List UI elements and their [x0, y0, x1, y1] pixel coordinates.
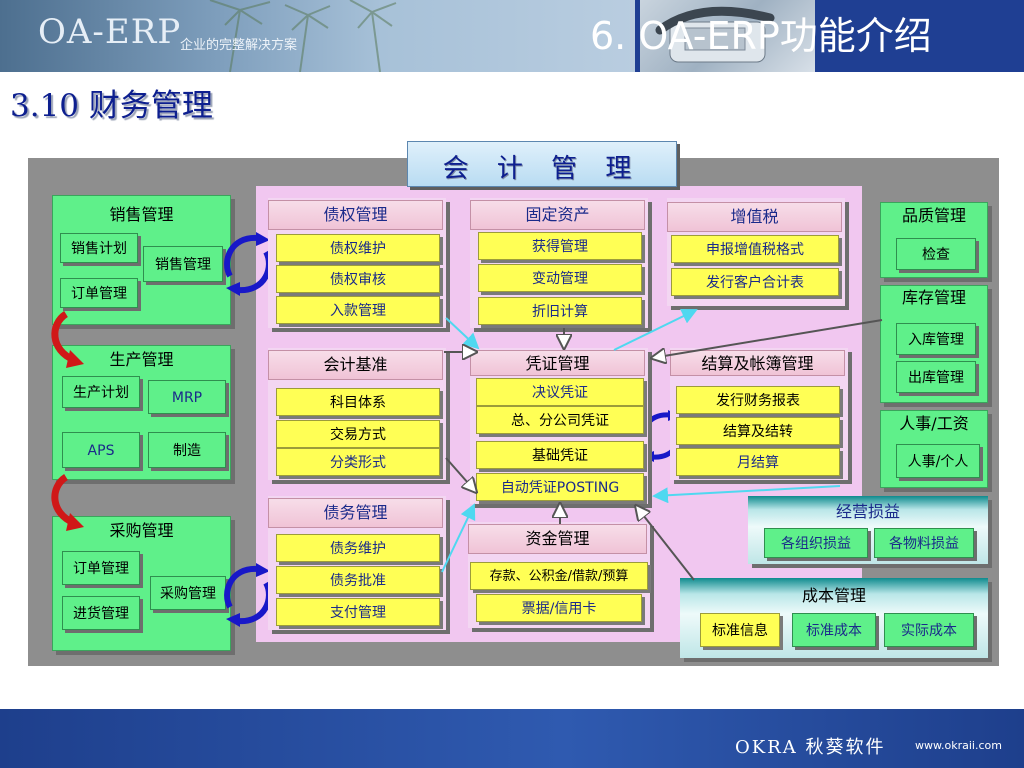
settlement-title: 结算及帐簿管理: [670, 350, 845, 376]
actual-cost-button[interactable]: 实际成本: [884, 613, 974, 647]
debt-maintain-button[interactable]: 债务维护: [276, 534, 440, 562]
mrp-button[interactable]: MRP: [148, 380, 226, 414]
month-end-button[interactable]: 月结算: [676, 448, 840, 476]
claims-title: 债权管理: [268, 200, 443, 230]
claims-maintain-button[interactable]: 债权维护: [276, 234, 440, 262]
standard-cost-button[interactable]: 标准成本: [792, 613, 876, 647]
material-profit-button[interactable]: 各物料损益: [874, 528, 974, 558]
sales-title: 销售管理: [109, 205, 174, 224]
sales-order-button[interactable]: 订单管理: [60, 278, 138, 308]
vat-format-button[interactable]: 申报增值税格式: [671, 235, 839, 263]
claims-review-button[interactable]: 债权审核: [276, 265, 440, 293]
payment-button[interactable]: 支付管理: [276, 598, 440, 626]
header-brand: OA-ERP: [38, 12, 182, 52]
inventory-title: 库存管理: [901, 288, 966, 307]
quality-title: 品质管理: [901, 206, 966, 225]
debt-title: 债务管理: [268, 498, 443, 528]
acquire-button[interactable]: 获得管理: [478, 232, 642, 260]
receipts-button[interactable]: 入款管理: [276, 296, 440, 324]
palm-tree-decoration: [209, 0, 397, 72]
change-button[interactable]: 变动管理: [478, 264, 642, 292]
basic-voucher-button[interactable]: 基础凭证: [476, 441, 644, 469]
branch-voucher-button[interactable]: 总、分公司凭证: [476, 406, 644, 434]
personnel-button[interactable]: 人事/个人: [896, 444, 980, 478]
classification-button[interactable]: 分类形式: [276, 448, 440, 476]
section-title: 3.10 财务管理: [10, 88, 213, 124]
footer-bar: [0, 709, 1024, 768]
resolution-voucher-button[interactable]: 决议凭证: [476, 378, 644, 406]
purchase-title: 采购管理: [109, 521, 174, 540]
depreciation-button[interactable]: 折旧计算: [478, 297, 642, 325]
sales-manage-button[interactable]: 销售管理: [143, 246, 223, 282]
debt-approve-button[interactable]: 债务批准: [276, 566, 440, 594]
closing-button[interactable]: 结算及结转: [676, 417, 840, 445]
sales-plan-button[interactable]: 销售计划: [60, 233, 138, 263]
transaction-type-button[interactable]: 交易方式: [276, 420, 440, 448]
financial-report-button[interactable]: 发行财务报表: [676, 386, 840, 414]
header-banner: [0, 0, 635, 72]
production-title: 生产管理: [109, 350, 174, 369]
manufacture-button[interactable]: 制造: [148, 432, 226, 468]
red-curve-arrow-icon: [51, 311, 84, 368]
accounting-standard-title: 会计基准: [268, 350, 443, 380]
funds-title: 资金管理: [468, 524, 647, 554]
inspection-button[interactable]: 检查: [896, 238, 976, 270]
customer-summary-button[interactable]: 发行客户合计表: [671, 268, 839, 296]
cost-title: 成本管理: [801, 586, 866, 605]
auto-posting-button[interactable]: 自动凭证POSTING: [476, 473, 644, 501]
stock-in-button[interactable]: 入库管理: [896, 323, 976, 355]
main-title-box: [407, 141, 677, 187]
voucher-title: 凭证管理: [470, 350, 645, 376]
profit-title: 经营损益: [835, 502, 900, 521]
bill-card-button[interactable]: 票据/信用卡: [476, 594, 642, 622]
footer-brand: OKRA 秋葵软件: [735, 737, 886, 758]
aps-button[interactable]: APS: [62, 432, 140, 468]
header-slogan: 企业的完整解决方案: [180, 38, 298, 53]
footer-url: www.okraii.com: [915, 739, 1002, 752]
vat-title: 增值税: [667, 202, 842, 232]
deposit-loan-button[interactable]: 存款、公积金/借款/预算: [470, 562, 648, 590]
page-heading: 6. OA-ERP功能介绍: [590, 14, 932, 58]
sync-cycle-icon: [224, 563, 272, 627]
purchase-order-button[interactable]: 订单管理: [62, 551, 140, 585]
standard-info-button[interactable]: 标准信息: [700, 613, 780, 647]
main-title: 会 计 管 理: [442, 154, 642, 184]
hr-title: 人事/工资: [899, 414, 969, 433]
red-curve-arrow-icon: [51, 474, 84, 531]
receive-goods-button[interactable]: 进货管理: [62, 596, 140, 630]
production-plan-button[interactable]: 生产计划: [62, 376, 140, 408]
telephone-image: [640, 0, 815, 72]
purchase-manage-button[interactable]: 采购管理: [150, 576, 226, 610]
fixed-assets-title: 固定资产: [470, 200, 645, 230]
stock-out-button[interactable]: 出库管理: [896, 361, 976, 393]
account-system-button[interactable]: 科目体系: [276, 388, 440, 416]
org-profit-button[interactable]: 各组织损益: [764, 528, 868, 558]
sync-cycle-icon: [224, 232, 272, 296]
